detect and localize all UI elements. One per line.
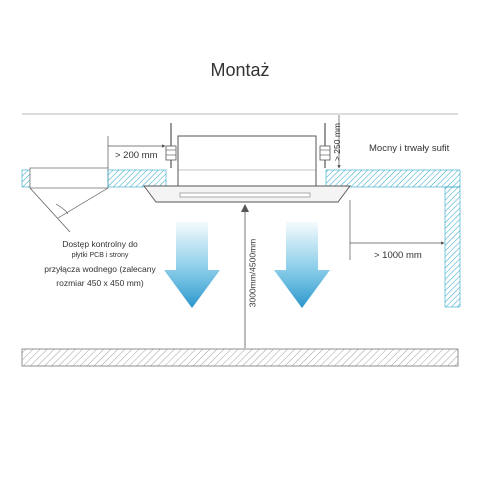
access-note-line3: przyłącza wodnego (zalecany [44, 264, 156, 274]
ceiling-left-2 [107, 169, 167, 188]
unit-body [177, 135, 317, 193]
height-label: 3000mm/4500mm [247, 238, 258, 308]
unit-grille [179, 192, 311, 198]
ceiling-left [21, 169, 31, 188]
access-panel [29, 167, 109, 189]
bolt-left [165, 145, 177, 161]
clearance-side-label: > 200 mm [115, 150, 158, 161]
floor [21, 348, 459, 367]
access-note-line1: Dostęp kontrolny do [62, 239, 138, 249]
access-note-line4: rozmiar 450 x 450 mm) [56, 278, 144, 288]
ceiling-label: Mocny i trwały sufit [369, 143, 450, 154]
access-leader-1 [29, 187, 71, 233]
access-note-line2: płytki PCB i strony [71, 252, 129, 259]
airflow-arrow-right [274, 222, 330, 308]
airflow-arrow-left [164, 222, 220, 308]
page-title: Montaż [210, 60, 270, 80]
access-leader-2 [57, 187, 109, 219]
clearance-top-label: > 250 mm [332, 122, 343, 162]
wall-right [444, 186, 461, 308]
ceiling-right [325, 169, 461, 188]
bolt-right [319, 145, 331, 161]
clearance-wall-label: > 1000 mm [374, 250, 422, 261]
